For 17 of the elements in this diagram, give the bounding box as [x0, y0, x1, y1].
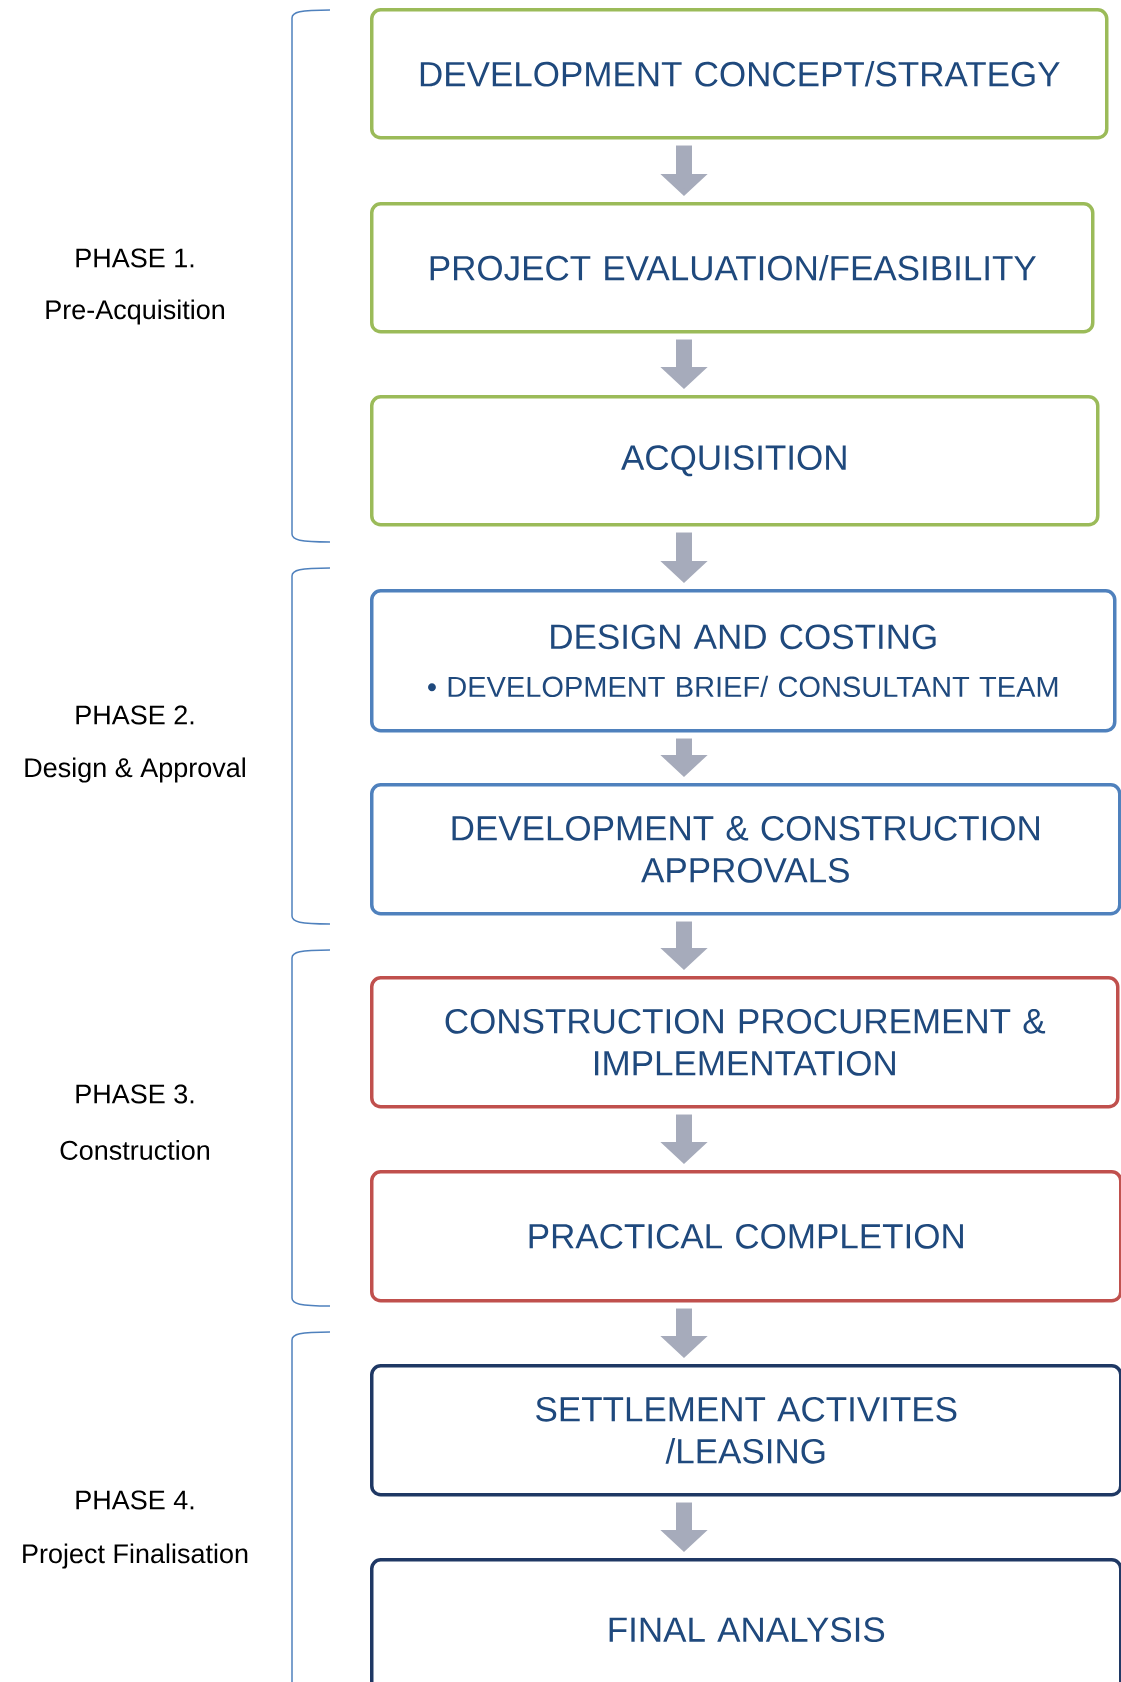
phase-label: Project Finalisation	[23, 1543, 248, 1569]
phase-label: PHASE 1.	[76, 248, 194, 268]
process-box: CONSTRUCTION PROCUREMENT & IMPLEMENTATION	[370, 976, 1120, 1109]
phase-label: Design & Approval	[25, 757, 245, 783]
process-box: PRACTICAL COMPLETION	[370, 1170, 1121, 1303]
process-box: FINAL ANALYSIS	[370, 1558, 1121, 1682]
phase-label: Construction	[60, 1140, 209, 1160]
process-box: PROJECT EVALUATION/FEASIBILITY	[370, 202, 1095, 334]
process-box: ACQUISITION	[370, 395, 1100, 527]
process-box: DESIGN AND COSTING • DEVELOPMENT BRIEF/ CONSULTANT TEAM	[370, 589, 1117, 733]
phase-label: PHASE 4.	[76, 1490, 194, 1510]
process-box: DEVELOPMENT CONCEPT/STRATEGY	[370, 8, 1109, 140]
process-box: DEVELOPMENT & CONSTRUCTION APPROVALS	[370, 783, 1121, 916]
phase-label: Pre-Acquisition	[46, 299, 224, 325]
phase-label: PHASE 3.	[76, 1084, 194, 1104]
phase-label: PHASE 2.	[76, 705, 194, 725]
process-box: SETTLEMENT ACTIVITES /LEASING	[370, 1364, 1121, 1497]
